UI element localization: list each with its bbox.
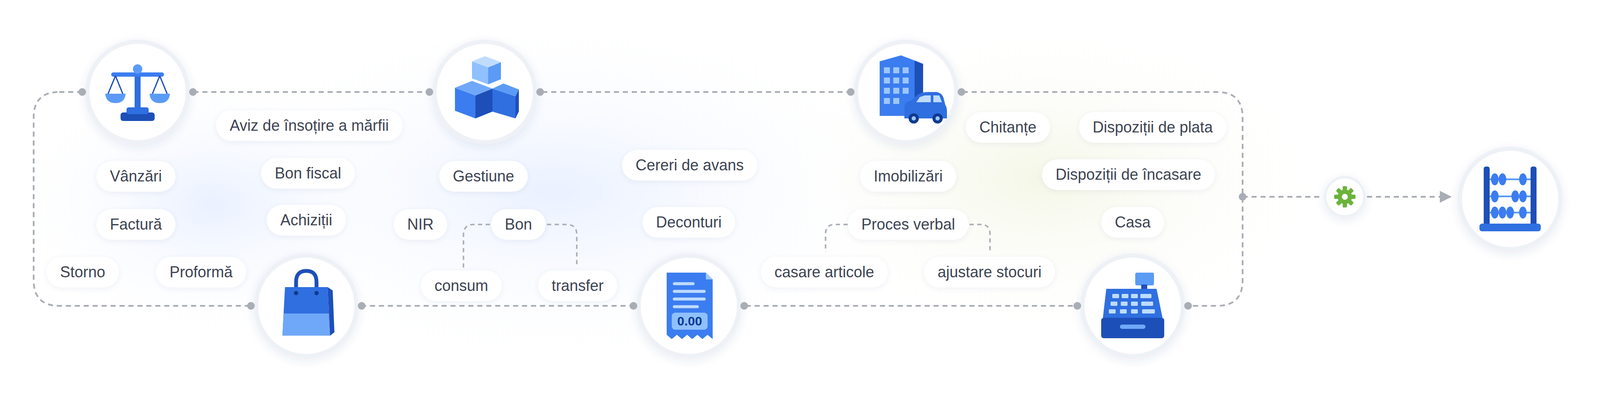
- pill-text: Achiziții: [280, 211, 333, 230]
- icon-circles: [87, 41, 1561, 357]
- label-pill: Aviz de însoțire a mărfii: [215, 110, 403, 142]
- receipt-icon: [666, 272, 713, 340]
- label-pill: Bon fiscal: [261, 158, 355, 189]
- label-pill: Cereri de avans: [621, 149, 758, 181]
- pill-text: Imobilizări: [873, 167, 943, 186]
- label-pill: Dispoziții de plata: [1079, 112, 1227, 143]
- receipt-amount: 0.00: [677, 313, 703, 329]
- label-pill: Deconturi: [642, 207, 736, 238]
- pill-text: Deconturi: [656, 213, 722, 232]
- label-pill: transfer: [538, 270, 618, 302]
- shopping-bag-icon: [282, 270, 335, 336]
- label-pill: Chitanțe: [965, 112, 1051, 143]
- pill-text: Bon fiscal: [274, 164, 342, 183]
- pill-text: Vânzări: [109, 167, 162, 186]
- connection-dots: [78, 88, 1247, 310]
- label-pill: Vânzări: [96, 161, 176, 192]
- label-pill: ajustare stocuri: [923, 256, 1056, 288]
- building-car-icon: [879, 55, 947, 124]
- flow-line: [33, 92, 1243, 306]
- pill-text: Aviz de însoțire a mărfii: [229, 116, 389, 135]
- label-pill: Storno: [46, 256, 119, 288]
- cash-register-icon: [1101, 272, 1165, 339]
- pill-text: Gestiune: [452, 167, 515, 186]
- pill-text: Storno: [60, 263, 106, 282]
- label-pill: consum: [420, 270, 502, 302]
- pill-text: NIR: [407, 215, 434, 234]
- label-pill: Proces verbal: [847, 209, 969, 240]
- pill-text: ajustare stocuri: [937, 263, 1042, 282]
- pill-text: casare articole: [774, 263, 875, 282]
- label-pill: Bon: [491, 209, 546, 240]
- scales-icon: [105, 64, 170, 121]
- bg-glow: [0, 63, 426, 346]
- label-pill: Proformă: [155, 256, 247, 288]
- pill-text: transfer: [551, 276, 604, 295]
- bracket: [969, 224, 990, 253]
- abacus-icon: [1479, 166, 1541, 232]
- bracket: [463, 224, 490, 268]
- boxes-icon: [454, 56, 519, 119]
- label-pill: Gestiune: [439, 161, 528, 192]
- bracket: [825, 224, 848, 253]
- pill-text: Factură: [109, 215, 162, 234]
- pill-text: Proformă: [169, 263, 233, 282]
- pill-text: Proces verbal: [861, 215, 956, 234]
- label-pill: Casa: [1101, 207, 1165, 238]
- pill-text: consum: [434, 276, 489, 295]
- pill-text: Casa: [1114, 213, 1151, 232]
- pill-text: Cereri de avans: [635, 156, 744, 175]
- pill-text: Bon: [504, 215, 533, 234]
- flow-arrow: [1366, 195, 1451, 198]
- pill-text: Dispoziții de încasare: [1055, 165, 1202, 184]
- label-pill: Achiziții: [266, 204, 346, 236]
- bg-glow: [745, 17, 1342, 341]
- label-pill: NIR: [393, 209, 448, 240]
- gear-icon: [1334, 186, 1356, 208]
- pill-text: Dispoziții de plata: [1092, 118, 1213, 137]
- flow-line: [1242, 195, 1323, 198]
- pill-text: Chitanțe: [979, 118, 1037, 137]
- label-pill: Factură: [96, 209, 176, 240]
- label-pill: Imobilizări: [860, 161, 957, 192]
- bracket: [546, 224, 577, 268]
- label-pill: casare articole: [760, 256, 888, 288]
- label-pill: Dispoziții de încasare: [1041, 159, 1215, 190]
